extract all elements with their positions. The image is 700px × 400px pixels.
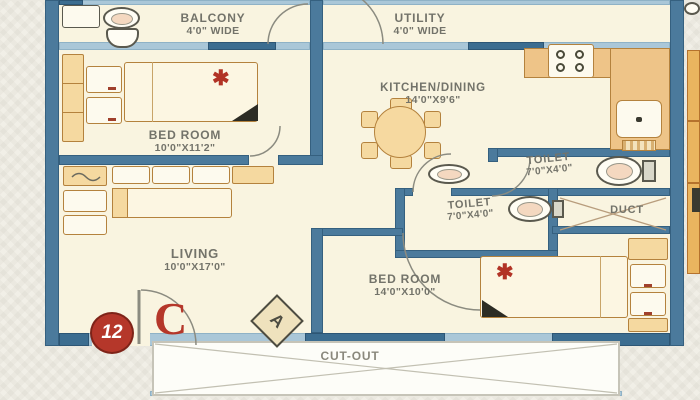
outer-wall-right	[670, 0, 684, 346]
wardrobe-divider	[62, 112, 84, 113]
red-asterisk-icon: ✱	[212, 67, 230, 90]
bedside-table-icon	[86, 66, 122, 93]
outer-wall-left	[45, 0, 59, 346]
wall-toilet1-left-stub	[488, 148, 498, 162]
sofa-icon	[112, 188, 232, 218]
sofa-seat-icon	[112, 166, 150, 184]
corner-marker-letter: A	[266, 309, 289, 332]
utility-window	[468, 42, 544, 50]
blanket-fold-icon	[482, 300, 508, 317]
room-label-bedroom-1: BED ROOM 10'0"X11'2"	[148, 128, 222, 154]
adjacent-unit-divider	[687, 120, 700, 122]
burner	[575, 63, 584, 72]
bedside-lamp	[644, 284, 652, 287]
room-label-utility: UTILITY 4'0" WIDE	[393, 11, 447, 37]
sofa-armrest	[112, 188, 128, 218]
room-label-balcony: BALCONY 4'0" WIDE	[180, 11, 246, 37]
balcony-railing-post	[59, 0, 83, 5]
bed-sheet-line	[600, 256, 601, 318]
wardrobe-icon	[62, 54, 84, 142]
single-seat-icon	[63, 215, 107, 235]
balcony-window	[208, 42, 276, 50]
chair-icon	[361, 142, 378, 159]
wall-toilet2-duct-top	[451, 188, 670, 196]
adjacent-unit-divider	[687, 182, 700, 184]
washing-machine-icon	[62, 5, 100, 28]
label-cut-out: CUT-OUT	[320, 349, 380, 363]
room-label-living: LIVING 10'0"X17'0"	[164, 246, 226, 273]
balcony-window-wall	[59, 42, 310, 50]
bed-sheet-line	[152, 62, 153, 122]
basin-bowl	[110, 12, 133, 26]
wall-bedroom1-living-stub	[278, 155, 323, 165]
wall-bedroom1-living	[59, 155, 249, 165]
basin-bowl	[436, 169, 462, 181]
room-label-kitchen-dining: KITCHEN/DINING 14'0"X9'6"	[380, 82, 486, 106]
adjacent-basin-icon	[684, 2, 700, 15]
bedside-lamp	[108, 118, 116, 121]
wall-toilet2-right	[548, 188, 558, 258]
single-seat-icon	[63, 190, 107, 212]
drainboard-icon	[622, 140, 656, 151]
utility-railing	[323, 0, 670, 5]
outer-wall-bottom-seg	[59, 333, 89, 346]
flat-number: 12	[101, 322, 123, 343]
wall-toilet2-left	[395, 188, 405, 258]
washbasin-icon	[596, 156, 642, 186]
cistern-icon	[642, 160, 656, 182]
corner-seat-icon	[232, 166, 274, 184]
bedside-lamp	[108, 87, 116, 90]
bedside-table-icon	[86, 97, 122, 124]
blanket-fold-icon	[232, 104, 258, 121]
basin-bowl	[517, 202, 544, 218]
adjacent-unit-fixture	[692, 188, 700, 212]
wall-duct-bottom	[552, 226, 670, 234]
wall-bedroom1-kitchen	[310, 0, 323, 165]
chair-icon	[424, 111, 441, 128]
washbasin-icon	[508, 196, 552, 222]
chair-icon	[424, 142, 441, 159]
wall-bedroom2-top	[311, 228, 403, 236]
bedside-table-icon	[628, 318, 668, 332]
pillow-icon	[630, 264, 666, 288]
burner	[556, 63, 565, 72]
adjacent-unit-fragment	[687, 50, 700, 274]
room-label-duct: DUCT	[610, 204, 644, 216]
room-label-bedroom-2: BED ROOM 14'0"X10'0"	[368, 272, 442, 298]
tv-unit-icon	[63, 166, 107, 186]
sofa-seat-icon	[152, 166, 190, 184]
bedside-table-icon	[628, 238, 668, 260]
stove-icon	[548, 44, 594, 78]
flat-number-badge: 12	[90, 312, 134, 354]
bedside-lamp	[644, 312, 652, 315]
basin-bowl	[605, 163, 633, 181]
red-asterisk-icon: ✱	[496, 261, 514, 284]
sink-drain	[636, 117, 642, 122]
washbasin-icon	[103, 7, 140, 29]
burner	[556, 50, 565, 59]
washbasin-icon	[428, 164, 470, 184]
block-letter: C	[154, 293, 188, 344]
toilet-wc-icon	[106, 28, 139, 48]
sofa-seat-icon	[192, 166, 230, 184]
wardrobe-divider	[62, 83, 84, 84]
dining-table-icon	[374, 106, 426, 158]
wall-living-bedroom2	[311, 228, 323, 333]
burner	[575, 50, 584, 59]
cistern-icon	[552, 200, 564, 218]
